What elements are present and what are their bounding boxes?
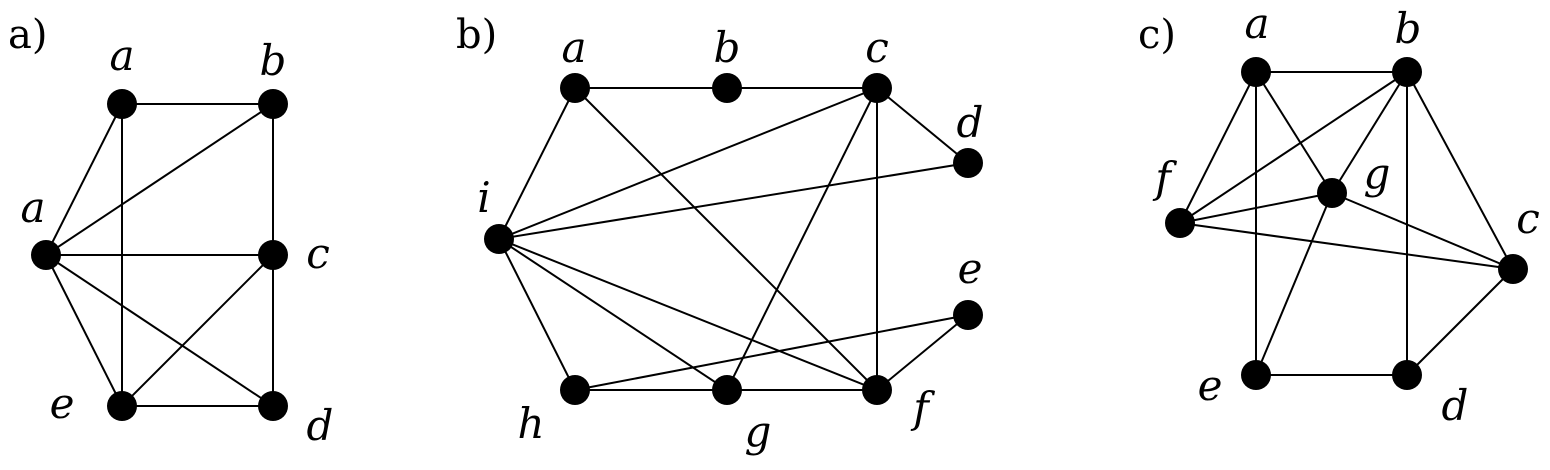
node-b-d (953, 148, 983, 178)
node-label-c-c: c (1516, 194, 1540, 243)
edge-a-a2-d (45, 254, 274, 407)
node-label-b-g: g (745, 407, 772, 456)
node-b-c (862, 73, 892, 103)
edge-b-i-h (498, 238, 576, 391)
edge-c-a-g (1255, 71, 1333, 194)
node-a-d (258, 391, 288, 421)
node-c-d (1392, 360, 1422, 390)
panel-b-label: b) (456, 12, 497, 58)
edge-a-a2-e (45, 254, 123, 407)
node-a-b (258, 89, 288, 119)
edge-c-g-e (1255, 192, 1333, 376)
node-a-a2 (31, 240, 61, 270)
edge-a-a1-a2 (45, 103, 123, 256)
node-label-b-i: i (477, 173, 490, 222)
node-label-a-b: b (260, 36, 287, 85)
edge-b-a-i (498, 87, 576, 240)
edge-b-e-f (876, 314, 969, 391)
edge-c-b-c (1406, 71, 1514, 270)
node-label-c-d: d (1442, 381, 1469, 430)
node-label-c-b: b (1395, 4, 1422, 53)
edge-c-f-g (1179, 192, 1333, 224)
edge-b-c-g (726, 87, 878, 391)
edge-b-h-e (574, 314, 969, 391)
node-label-c-f: f (1152, 153, 1177, 202)
node-label-b-h: h (517, 399, 544, 448)
panel-c-label: c) (1138, 12, 1176, 58)
node-b-g (712, 375, 742, 405)
node-label-a-e: e (50, 379, 75, 428)
node-label-b-f: f (910, 383, 935, 432)
edge-a-b-a2 (45, 103, 274, 256)
node-a-c (258, 240, 288, 270)
node-label-a-d: d (307, 401, 334, 450)
edge-b-i-g (498, 238, 728, 391)
panel-a-label: a) (8, 12, 47, 58)
node-b-e (953, 300, 983, 330)
node-label-b-c: c (865, 23, 889, 72)
edge-b-c-i (498, 87, 878, 240)
edge-c-b-g (1331, 71, 1408, 194)
node-label-c-a: a (1244, 0, 1269, 48)
node-label-b-d: d (957, 98, 984, 147)
node-label-b-e: e (958, 244, 983, 293)
node-b-b (712, 73, 742, 103)
edge-b-i-d (498, 162, 969, 240)
node-c-f (1165, 208, 1195, 238)
node-a-e (107, 391, 137, 421)
node-b-i (484, 224, 514, 254)
node-c-c (1498, 254, 1528, 284)
edge-c-b-f (1179, 71, 1408, 224)
node-b-h (560, 375, 590, 405)
node-a-a1 (107, 89, 137, 119)
edge-b-a-f (574, 87, 878, 391)
node-c-a (1241, 57, 1271, 87)
node-label-a-a2: a (20, 183, 45, 232)
edge-a-c-e (121, 254, 274, 407)
panel-b: b) a b c d i e h g f (456, 12, 983, 456)
panel-a: a) a b a c e d (8, 12, 333, 450)
edge-c-a-f (1179, 71, 1257, 224)
node-c-b (1392, 57, 1422, 87)
panel-c: c) a b f g c e d (1138, 0, 1540, 430)
edge-b-c-d (876, 87, 969, 164)
node-c-e (1241, 360, 1271, 390)
node-label-c-g: g (1364, 149, 1391, 198)
node-label-a-c: c (306, 229, 330, 278)
node-label-b-b: b (714, 23, 741, 72)
edge-c-g-c (1331, 192, 1514, 270)
node-label-c-e: e (1198, 361, 1223, 410)
node-b-f (862, 375, 892, 405)
node-label-b-a: a (561, 23, 586, 72)
edge-c-c-d (1406, 268, 1514, 376)
edge-c-f-c (1179, 222, 1514, 270)
edge-b-i-f (498, 238, 878, 391)
node-b-a (560, 73, 590, 103)
node-c-g (1317, 178, 1347, 208)
node-label-a-a1: a (109, 31, 134, 80)
